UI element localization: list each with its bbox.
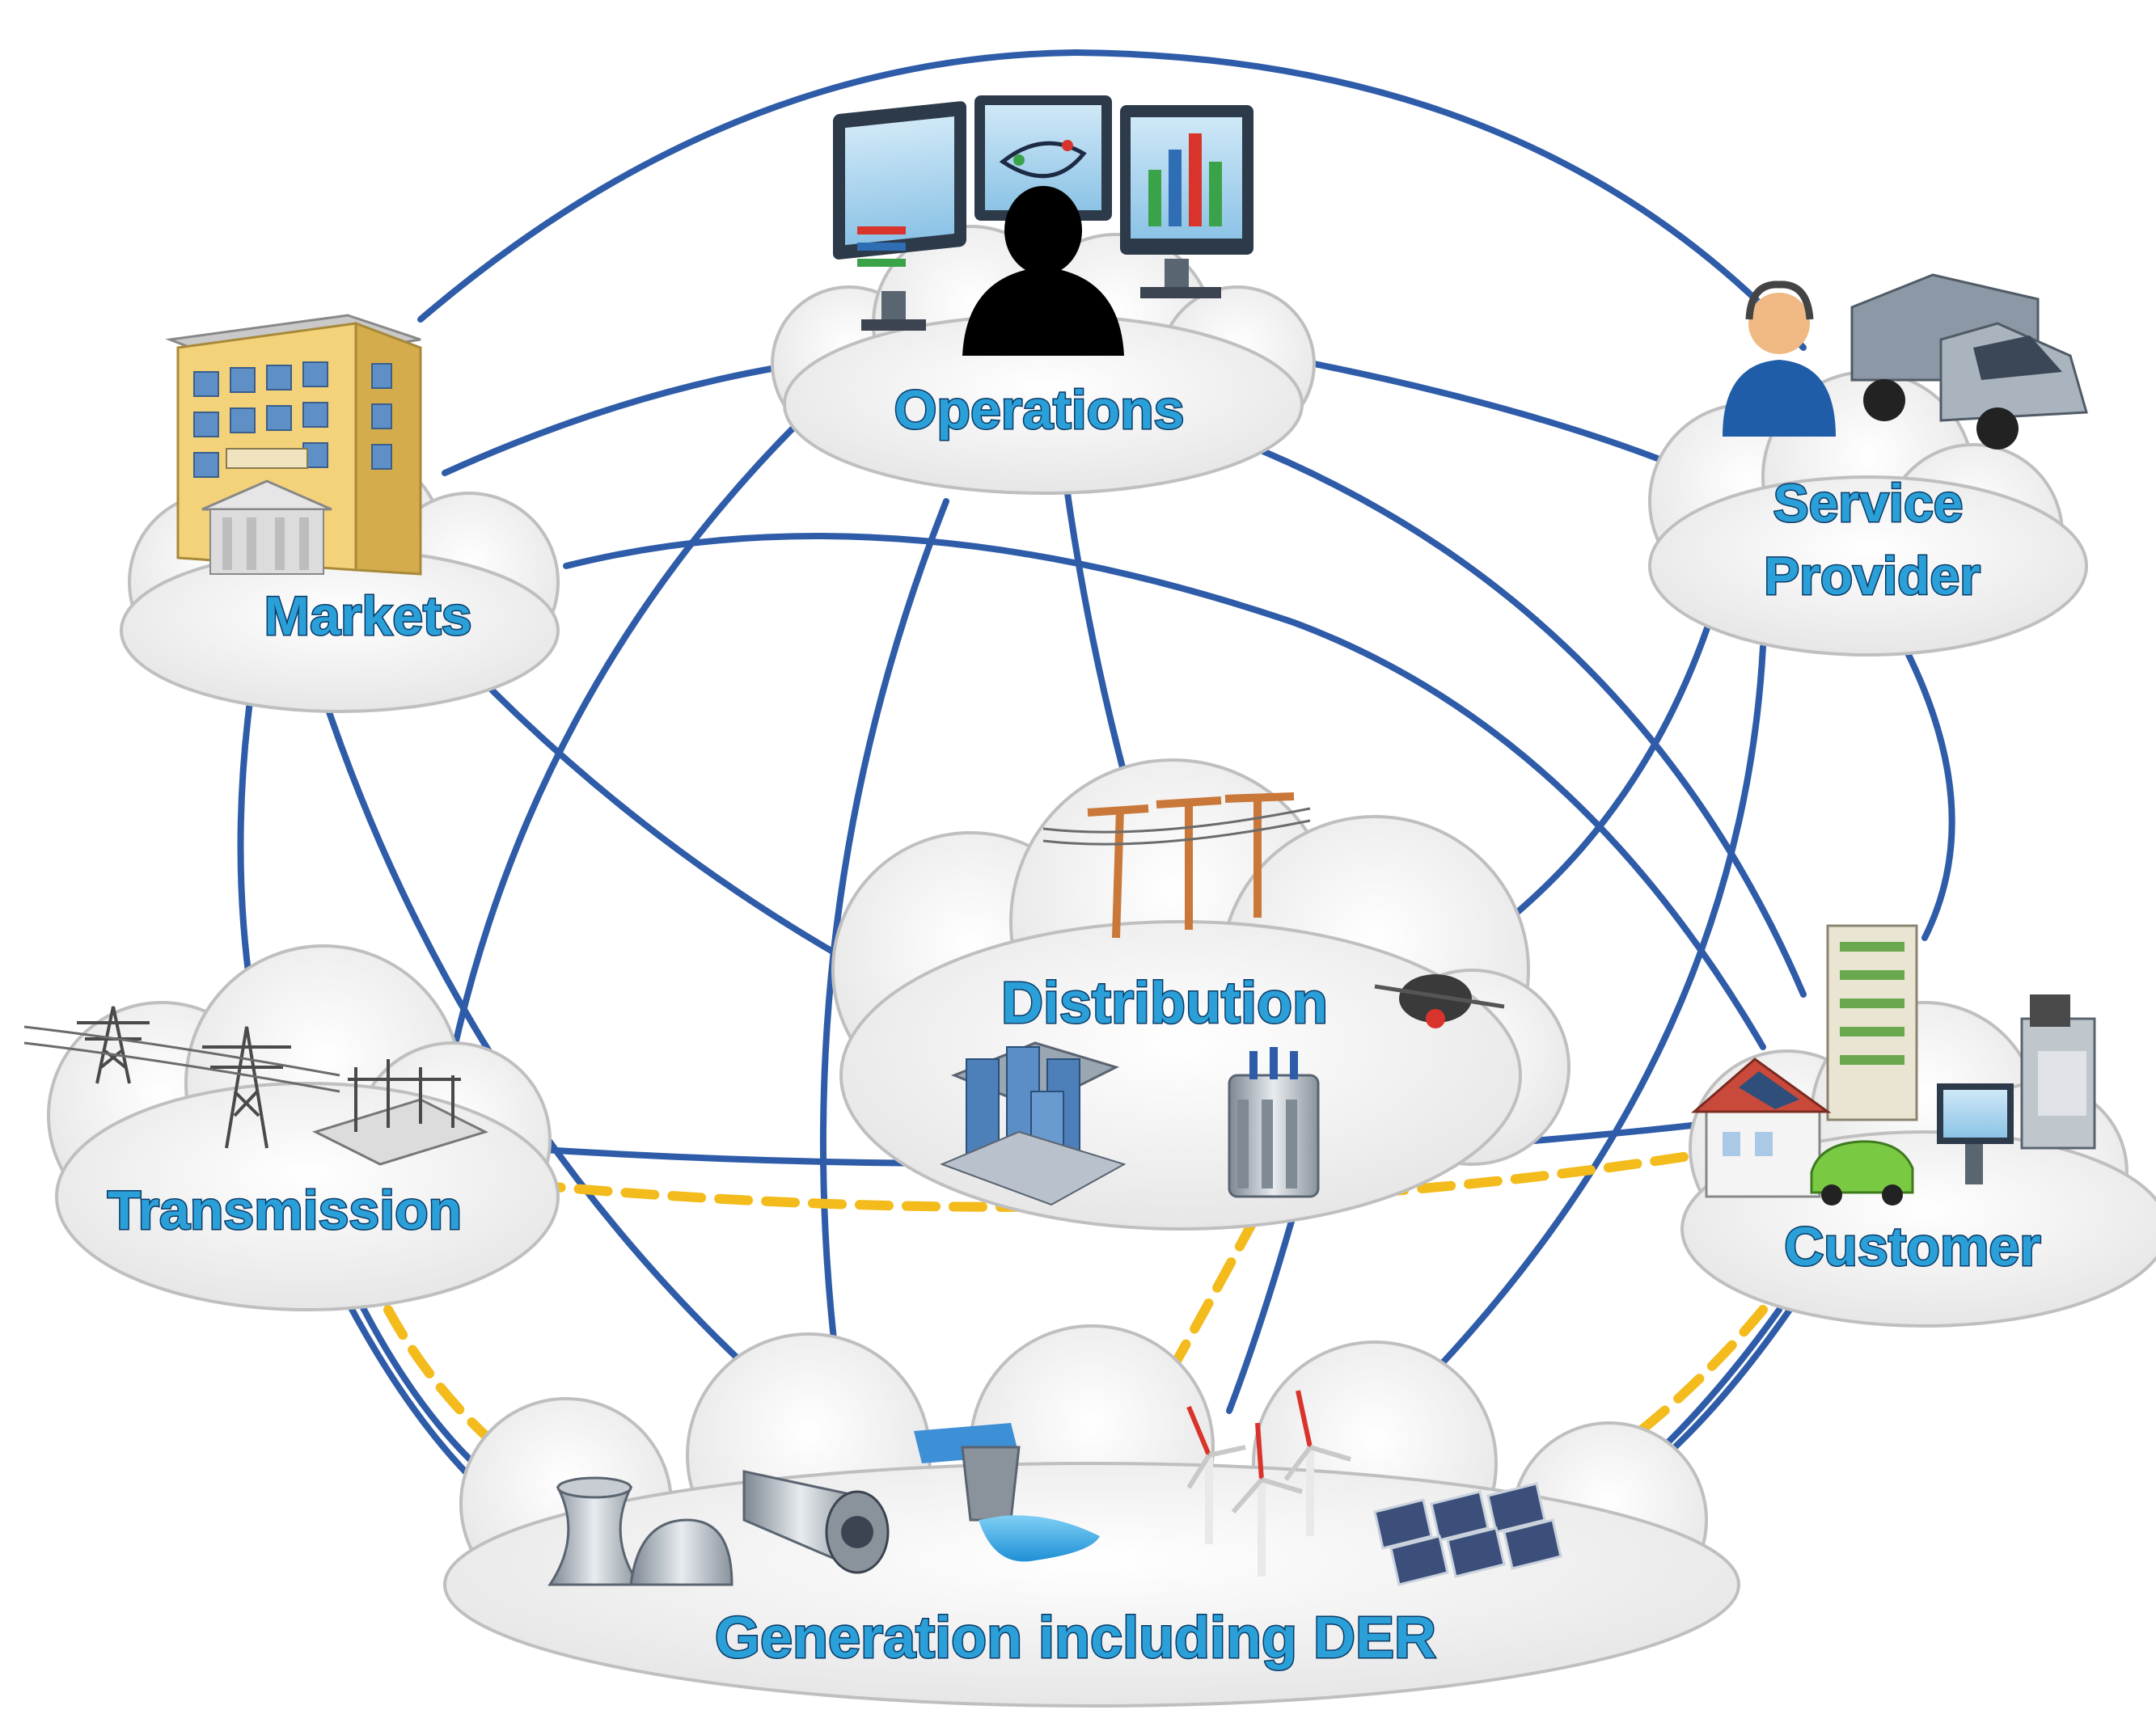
power-plants-wind-solar-icon xyxy=(547,1390,1562,1586)
link-operations-customer xyxy=(1234,437,1807,998)
link-markets-distribution xyxy=(470,668,869,973)
customer-monitor-icon xyxy=(1937,1083,2014,1184)
outer-ring-arc-left xyxy=(237,692,254,994)
dashed-link-transmission-generation xyxy=(383,1305,522,1468)
transmission-towers-and-substation-icon xyxy=(23,1006,489,1166)
power-poles-and-transformers-icon xyxy=(940,792,1505,1206)
substation-icon xyxy=(311,1059,489,1166)
cloud-generation xyxy=(443,1324,1740,1708)
label-customer: Customer xyxy=(1784,1216,2040,1277)
link-operations-markets xyxy=(442,365,780,476)
market-building-icon xyxy=(165,314,422,576)
service-agent-and-truck-icon xyxy=(1723,273,2088,450)
label-generation: Generation including DER xyxy=(715,1606,1436,1670)
label-operations: Operations xyxy=(894,379,1185,441)
house-solar-roof-icon xyxy=(1690,1058,1832,1198)
solar-panels-icon xyxy=(1373,1482,1562,1586)
cloud-transmission xyxy=(47,944,560,1311)
office-tower-icon xyxy=(1826,924,1918,1121)
link-markets-customer xyxy=(563,533,1766,1050)
link-operations-transmission xyxy=(450,417,804,1058)
link-service-provider-generation xyxy=(1355,644,1766,1450)
wind-turbines-icon xyxy=(1186,1390,1351,1577)
control-room-monitors-icon xyxy=(833,95,1253,356)
utility-poles-icon xyxy=(1087,792,1295,939)
cloud-operations xyxy=(771,225,1316,495)
label-service-provider-line1: Service xyxy=(1773,473,1964,533)
cooling-tower-icon xyxy=(547,1476,733,1586)
buildings-house-ev-icon xyxy=(1690,924,2096,1205)
gas-turbine-icon xyxy=(742,1470,890,1574)
operator-silhouette-icon xyxy=(962,186,1124,356)
outer-ring-arc-top-right xyxy=(1072,49,1807,351)
transmission-tower-right-icon xyxy=(202,1026,291,1149)
label-service-provider-line2: Provider xyxy=(1764,546,1981,606)
label-transmission: Transmission xyxy=(108,1180,462,1241)
pad-transformer-icon xyxy=(1228,1047,1320,1198)
link-operations-service-provider xyxy=(1291,357,1677,468)
label-distribution: Distribution xyxy=(1001,971,1328,1036)
link-service-provider-distribution xyxy=(1493,603,1718,933)
cloud-service-provider xyxy=(1648,370,2088,657)
data-center-icon xyxy=(940,1041,1127,1206)
electric-vehicle-icon xyxy=(1810,1140,1914,1205)
link-distribution-generation xyxy=(1226,1210,1297,1414)
hydro-dam-icon xyxy=(914,1423,1100,1562)
domain-labels: Operations Markets Service Provider Dist… xyxy=(106,378,2042,1672)
monitor-left-icon xyxy=(833,101,966,331)
monitor-right-icon xyxy=(1120,105,1253,298)
label-markets: Markets xyxy=(264,585,471,647)
transmission-wires xyxy=(23,1025,340,1077)
outer-ring-arc-top-left xyxy=(417,49,1079,323)
utility-truck-icon xyxy=(1850,273,2088,450)
factory-equipment-icon xyxy=(2020,994,2096,1150)
outer-ring-arc-right xyxy=(1897,635,1955,941)
line-sensor-icon xyxy=(1374,974,1505,1028)
service-agent-icon xyxy=(1723,281,1836,437)
power-wires xyxy=(1042,807,1311,846)
